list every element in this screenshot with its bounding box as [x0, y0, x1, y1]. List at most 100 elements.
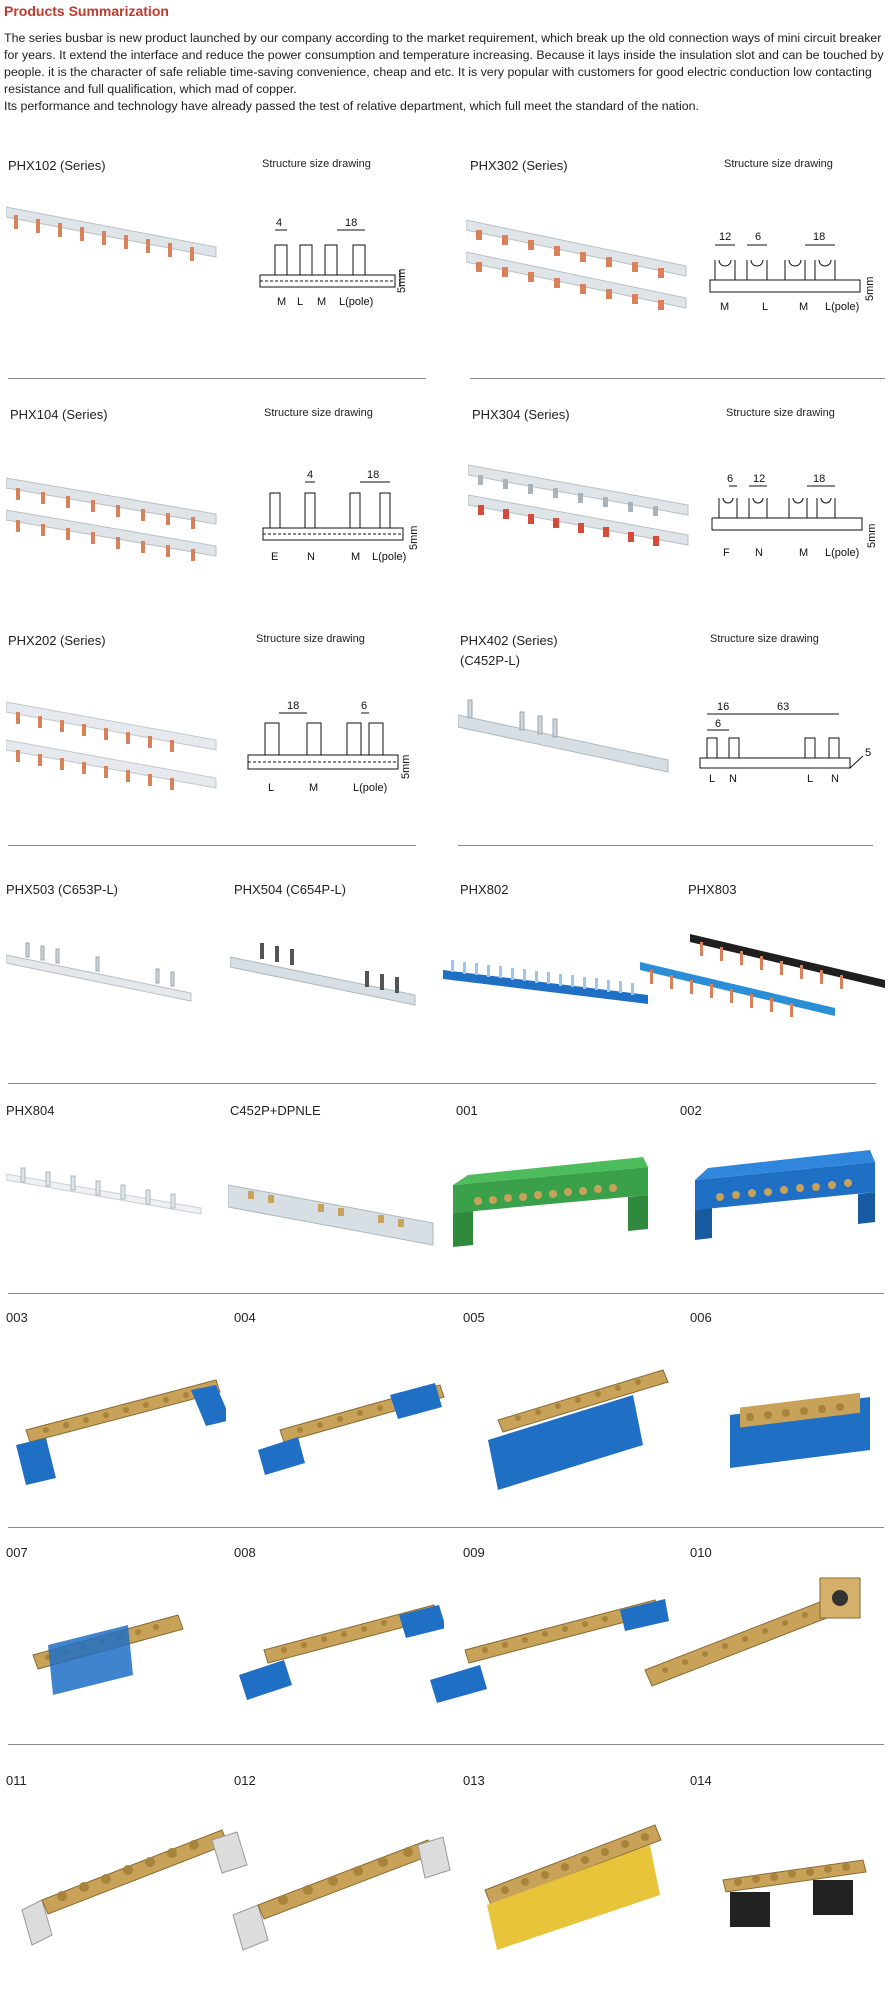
- product-image-phx504: [230, 935, 420, 1025]
- dim-label: 63: [777, 701, 789, 713]
- pole-label: L(pole): [353, 782, 387, 794]
- product-image-011: [12, 1800, 252, 1950]
- intro-text: The series busbar is new product launche…: [4, 30, 884, 115]
- dim-label: 18: [345, 217, 357, 229]
- divider: [8, 1527, 884, 1528]
- structure-drawing-phx202: 18 6 5mm L M L(pole): [243, 695, 418, 800]
- dim-label: 4: [276, 217, 282, 229]
- product-image-003: [6, 1360, 226, 1500]
- product-image-002: [690, 1140, 885, 1250]
- product-image-phx402: [458, 690, 673, 800]
- product-label: 009: [463, 1545, 485, 1560]
- series-label-phx102: PHX102 (Series): [8, 158, 106, 173]
- pole-label: M: [277, 296, 286, 308]
- product-label: PHX504 (C654P-L): [234, 882, 346, 897]
- pole-label: M: [720, 301, 729, 313]
- divider: [8, 845, 416, 846]
- pole-label: L(pole): [372, 551, 406, 563]
- structure-drawing-phx302: 12 6 18 5mm M L M L(pole): [705, 225, 885, 325]
- pole-label: L: [268, 782, 274, 794]
- pole-label: F: [723, 547, 730, 559]
- product-image-008: [234, 1580, 444, 1710]
- dim-label: 5mm: [864, 277, 876, 301]
- product-image-006: [720, 1375, 880, 1485]
- pole-label: L: [709, 773, 715, 785]
- dim-label: 6: [727, 473, 733, 485]
- product-label: 008: [234, 1545, 256, 1560]
- pole-label: N: [755, 547, 763, 559]
- series-label-phx304: PHX304 (Series): [472, 407, 570, 422]
- product-image-005: [478, 1360, 688, 1500]
- product-image-phx503: [6, 935, 196, 1015]
- divider: [8, 378, 426, 379]
- page-title: Products Summarization: [4, 3, 169, 19]
- product-label: C452P+DPNLE: [230, 1103, 321, 1118]
- drawing-label: Structure size drawing: [256, 633, 365, 645]
- product-label: 011: [6, 1773, 27, 1788]
- product-label: 004: [234, 1310, 256, 1325]
- product-image-013: [475, 1800, 695, 1950]
- series-label-phx202: PHX202 (Series): [8, 633, 106, 648]
- structure-drawing-phx402: 16 63 6 5 L N L N: [695, 690, 880, 795]
- product-label: PHX803: [688, 882, 737, 897]
- series-label-phx302: PHX302 (Series): [470, 158, 568, 173]
- product-label: PHX503 (C653P-L): [6, 882, 118, 897]
- dim-label: 18: [367, 469, 379, 481]
- product-label: 001: [456, 1103, 478, 1118]
- pole-label: M: [309, 782, 318, 794]
- pole-label: L: [297, 296, 303, 308]
- pole-label: L(pole): [825, 547, 859, 559]
- pole-label: L: [762, 301, 768, 313]
- product-image-phx802: [443, 940, 653, 1020]
- dim-label: 18: [813, 231, 825, 243]
- divider: [8, 1744, 884, 1745]
- pole-label: N: [729, 773, 737, 785]
- pole-label: M: [799, 301, 808, 313]
- pole-label: E: [271, 551, 278, 563]
- product-image-001: [448, 1145, 658, 1255]
- product-label: 014: [690, 1773, 712, 1788]
- dim-label: 12: [719, 231, 731, 243]
- drawing-label: Structure size drawing: [724, 158, 833, 170]
- dim-label: 5mm: [408, 526, 420, 550]
- dim-label: 5: [865, 747, 871, 759]
- series-sublabel-phx402: (C452P-L): [460, 653, 520, 668]
- product-label: 005: [463, 1310, 485, 1325]
- divider: [470, 378, 885, 379]
- divider: [8, 1293, 884, 1294]
- product-image-phx803: [640, 930, 885, 1040]
- pole-label: N: [831, 773, 839, 785]
- dim-label: 18: [287, 700, 299, 712]
- product-label: 010: [690, 1545, 712, 1560]
- pole-label: M: [799, 547, 808, 559]
- dim-label: 6: [715, 718, 721, 730]
- divider: [8, 1083, 876, 1084]
- product-label: 006: [690, 1310, 712, 1325]
- product-image-009: [425, 1585, 670, 1710]
- drawing-label: Structure size drawing: [726, 407, 835, 419]
- product-image-007: [18, 1585, 188, 1705]
- dim-label: 16: [717, 701, 729, 713]
- product-image-010: [640, 1570, 885, 1710]
- product-image-phx202: [6, 690, 221, 820]
- dim-label: 5mm: [400, 755, 412, 779]
- divider: [458, 845, 873, 846]
- drawing-label: Structure size drawing: [264, 407, 373, 419]
- pole-label: N: [307, 551, 315, 563]
- pole-label: L(pole): [339, 296, 373, 308]
- product-label: 003: [6, 1310, 28, 1325]
- dim-label: 5mm: [396, 269, 408, 293]
- product-label: 002: [680, 1103, 702, 1118]
- pole-label: M: [351, 551, 360, 563]
- series-label-phx104: PHX104 (Series): [10, 407, 108, 422]
- drawing-label: Structure size drawing: [710, 633, 819, 645]
- pole-label: M: [317, 296, 326, 308]
- product-image-c452p-dpnle: [228, 1165, 438, 1260]
- structure-drawing-phx304: 6 12 18 5mm F N M L(pole): [707, 470, 887, 570]
- series-label-phx402: PHX402 (Series): [460, 633, 558, 648]
- dim-label: 6: [755, 231, 761, 243]
- dim-label: 18: [813, 473, 825, 485]
- drawing-label: Structure size drawing: [262, 158, 371, 170]
- product-image-004: [250, 1355, 450, 1485]
- dim-label: 4: [307, 469, 313, 481]
